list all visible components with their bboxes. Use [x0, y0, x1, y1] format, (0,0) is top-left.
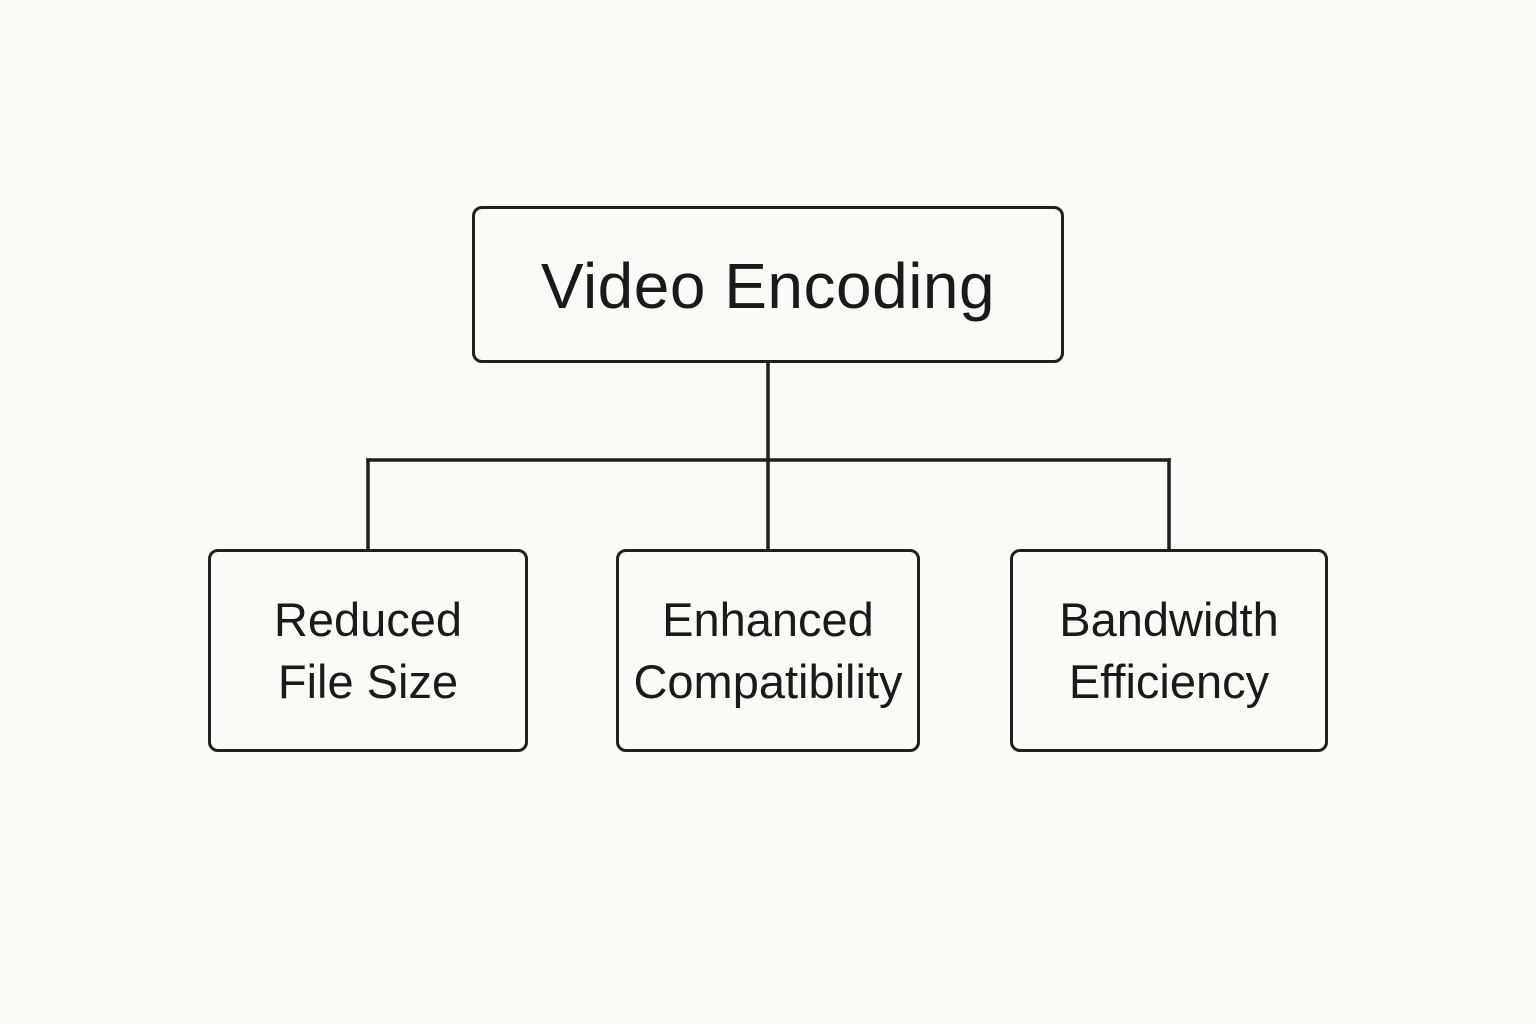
child-node-reduced-file-size: Reduced File Size [208, 549, 528, 752]
root-node-video-encoding: Video Encoding [472, 206, 1064, 363]
child-node-label: Bandwidth Efficiency [1059, 592, 1279, 708]
child-node-label: Reduced File Size [273, 592, 463, 708]
child-node-enhanced-compatibility: Enhanced Compatibility [616, 549, 920, 752]
child-node-label: Enhanced Compatibility [633, 592, 903, 708]
child-node-bandwidth-efficiency: Bandwidth Efficiency [1010, 549, 1328, 752]
root-node-label: Video Encoding [540, 249, 996, 322]
